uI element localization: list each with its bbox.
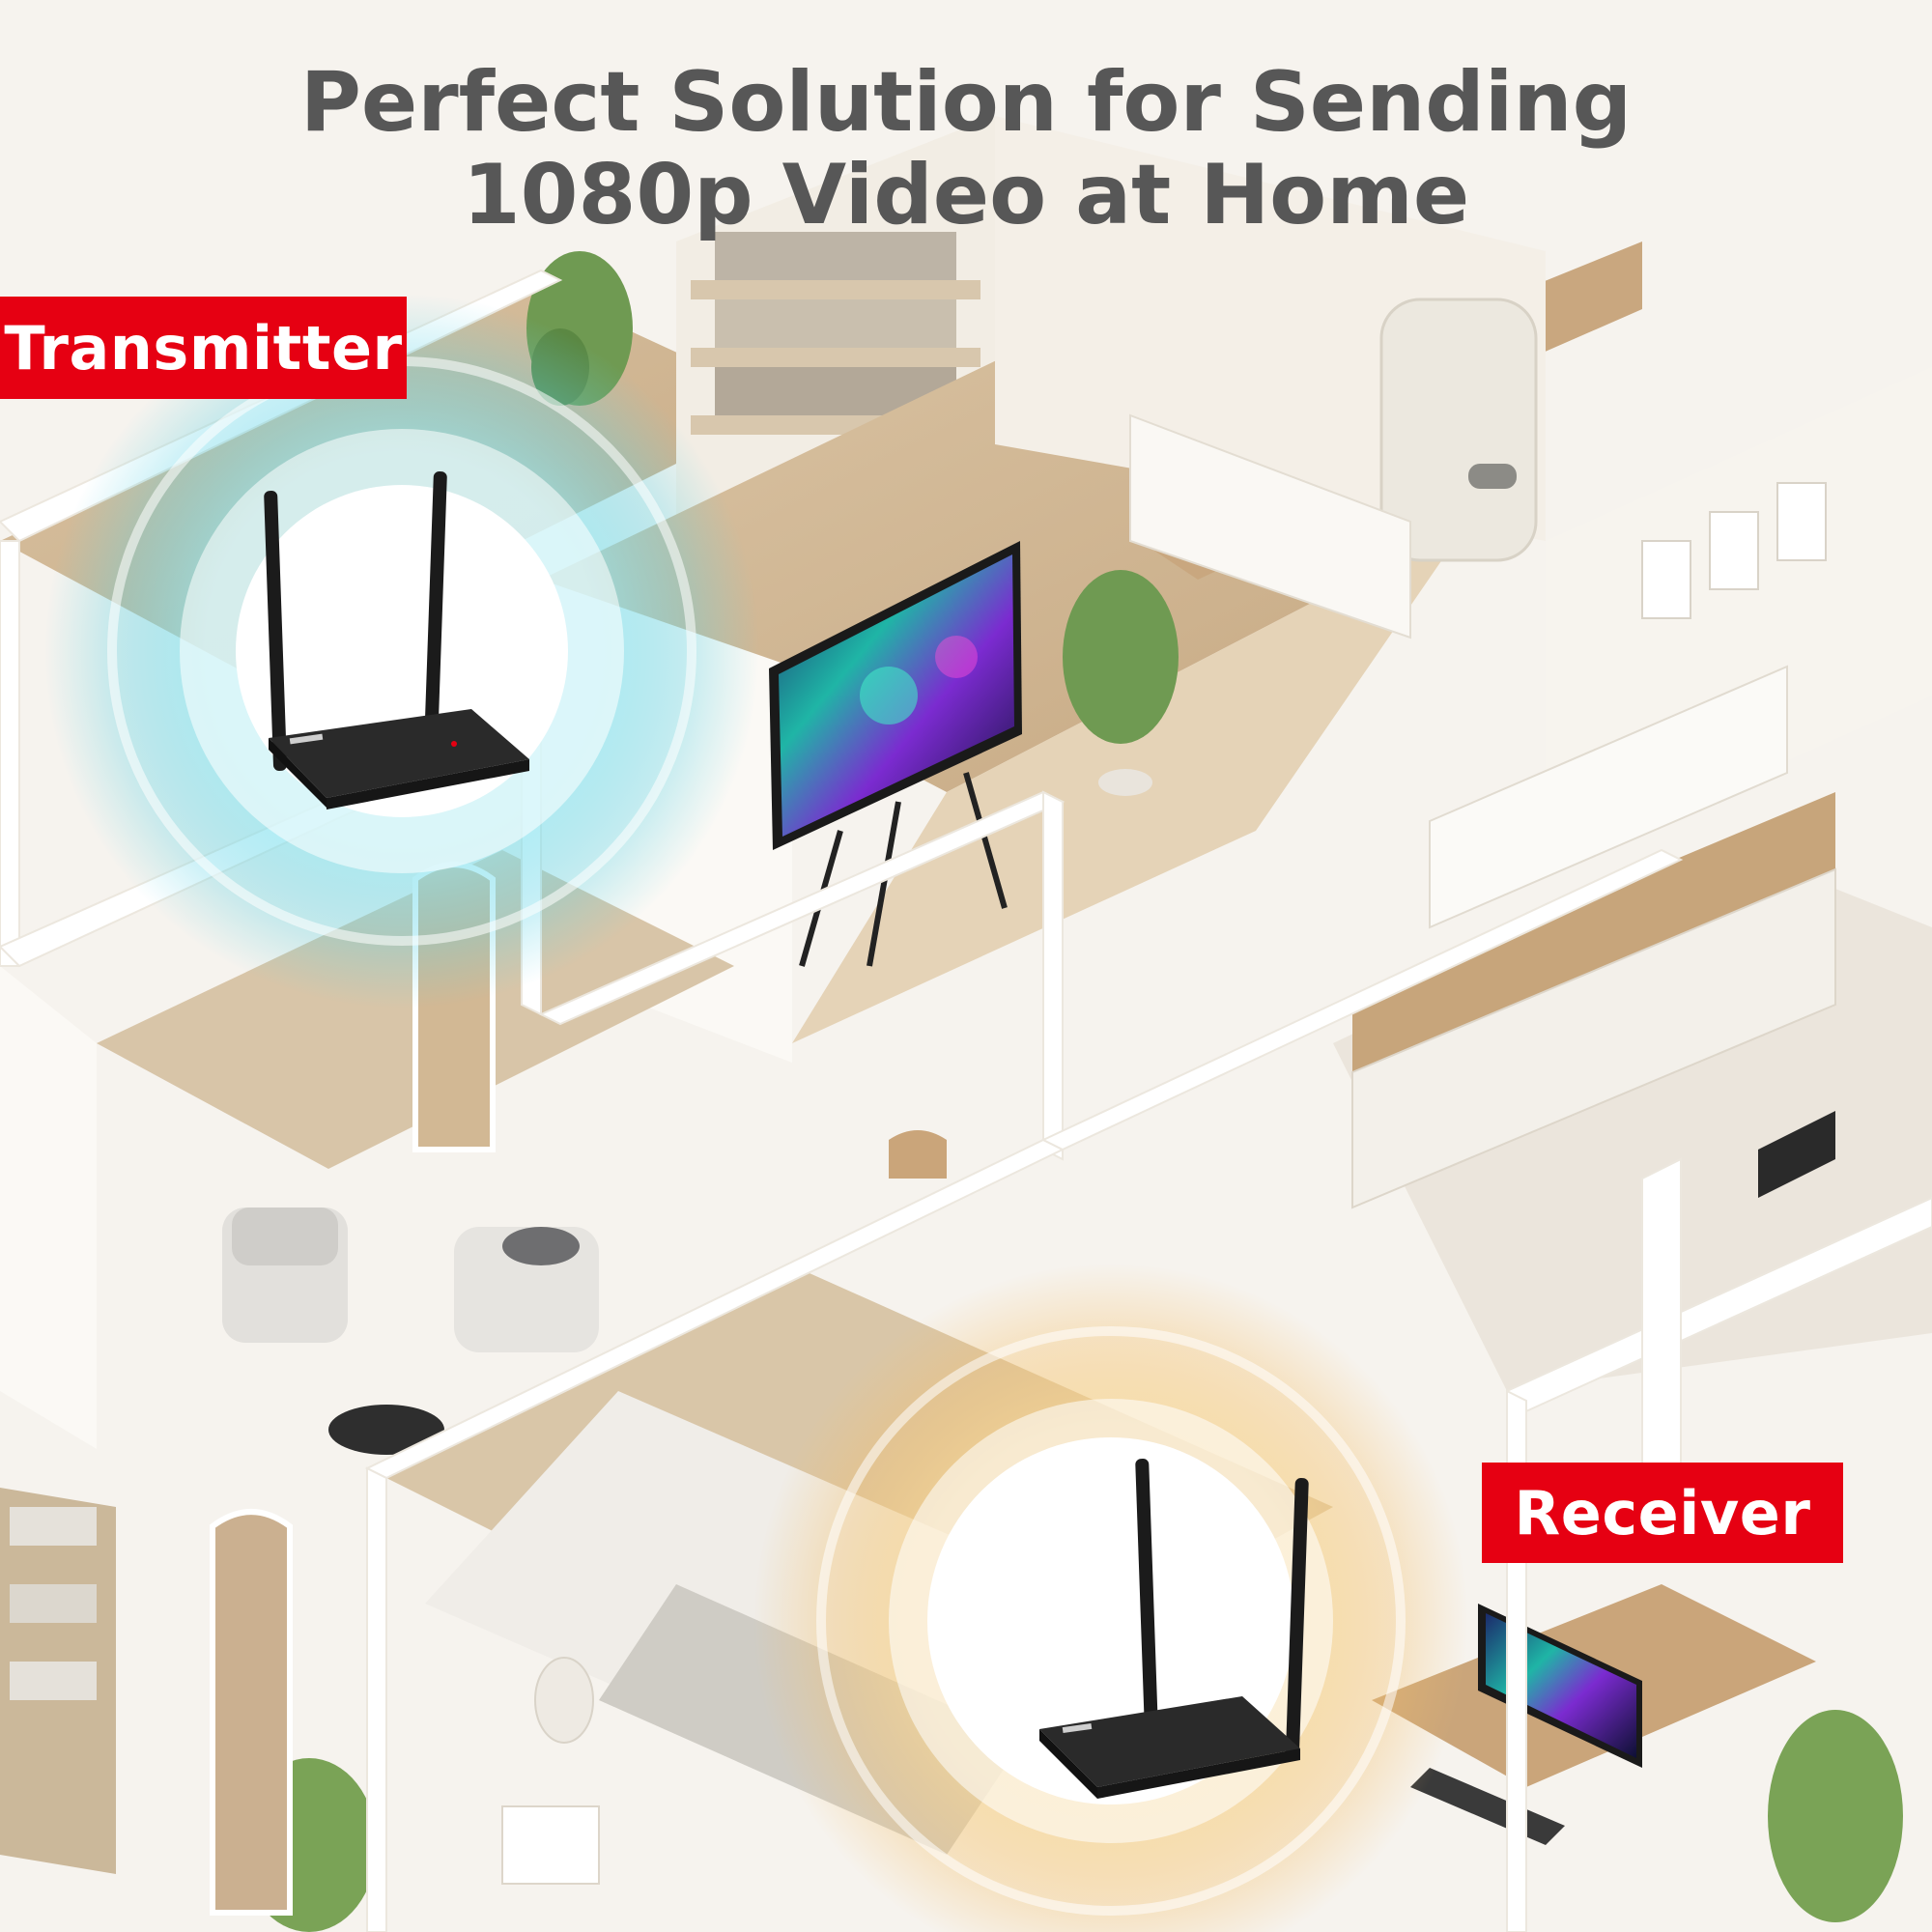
headline: Perfect Solution for Sending 1080p Video… — [0, 56, 1932, 242]
headline-line-1: Perfect Solution for Sending — [299, 54, 1633, 151]
lower-kitchen — [1333, 665, 1932, 1391]
headline-line-2: 1080p Video at Home — [462, 147, 1470, 243]
transmitter-label: Transmitter — [0, 297, 407, 399]
tv — [769, 541, 1022, 967]
receiver-device — [1039, 1459, 1309, 1799]
transmitter-signal — [44, 294, 759, 1009]
receiver-label: Receiver — [1482, 1463, 1843, 1563]
transmitter-device — [264, 471, 529, 810]
